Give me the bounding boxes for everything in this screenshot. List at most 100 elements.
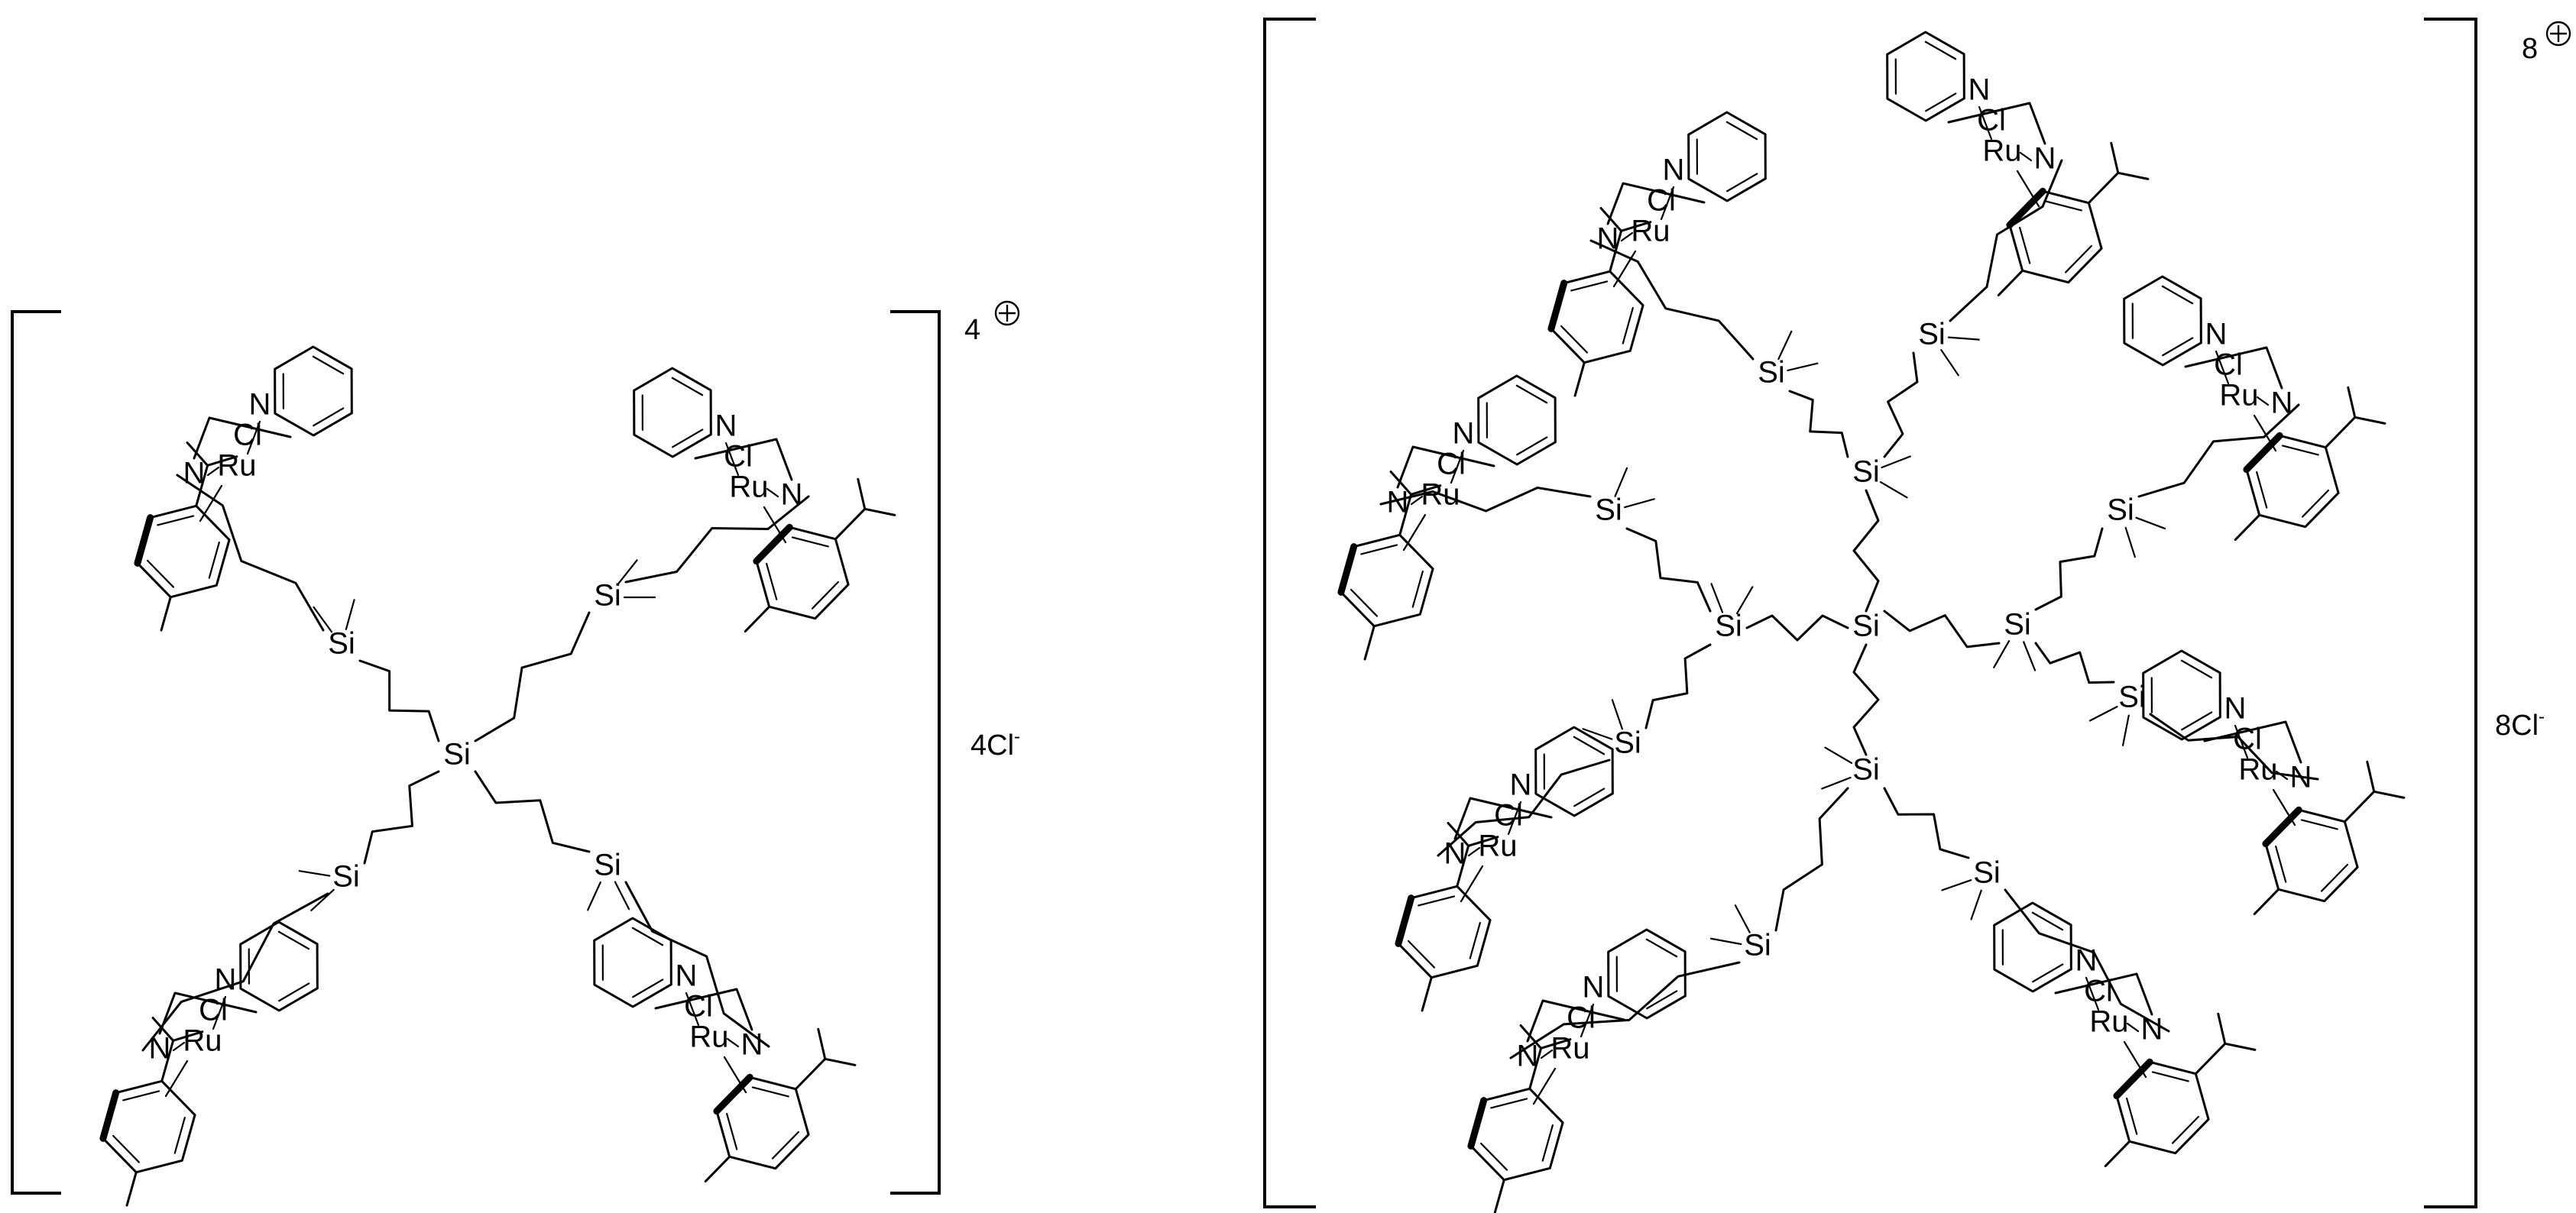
pyridine-ring-double-bond xyxy=(1924,40,1957,60)
imine-bond xyxy=(2203,720,2302,764)
cymene-arene-ring-double-bond xyxy=(157,515,195,526)
isopropyl-methyl-bond xyxy=(2373,790,2406,799)
pyridine-nitrogen: N xyxy=(1663,154,1685,187)
propyl-chain xyxy=(624,881,770,1048)
coordination-bond xyxy=(172,1041,186,1052)
methyl-bond xyxy=(313,606,333,633)
cymene-arene-ring-double-bond xyxy=(751,1086,789,1098)
cymene-arene-ring-wedge-bond xyxy=(713,1073,753,1115)
coordination-bond xyxy=(1978,105,1993,141)
cymene-arene-ring xyxy=(2008,189,2103,284)
methyl-bond xyxy=(2023,641,2036,671)
pyridine-ring-double-bond xyxy=(1725,121,1758,141)
core-silicon-atom: Si xyxy=(1852,610,1880,643)
isopropyl-methyl-bond xyxy=(857,477,867,510)
imine-bond xyxy=(158,991,258,1035)
core-silicon-atom: Si xyxy=(443,738,471,771)
pyridine-nitrogen: N xyxy=(2205,318,2228,351)
propyl-chain xyxy=(1509,961,1741,1059)
propyl-chain xyxy=(2004,888,2170,1033)
silicon-atom: Si xyxy=(1614,726,1641,760)
isopropyl-bond xyxy=(2324,416,2357,449)
isopropyl-bond xyxy=(2194,1042,2227,1076)
cymene-arene-ring-double-bond xyxy=(791,536,829,548)
silicon-atom: Si xyxy=(2107,493,2134,527)
methyl-bond xyxy=(1421,976,1433,1012)
ruthenium-atom: Ru xyxy=(2089,1005,2128,1039)
pyridine-nitrogen: N xyxy=(1968,73,1991,107)
propyl-chain xyxy=(1949,159,2063,322)
imine-bond xyxy=(1526,999,1625,1043)
methyl-bond xyxy=(1824,746,1853,764)
isopropyl-bond xyxy=(1528,1046,1543,1090)
cymene-arene-ring xyxy=(2264,808,2359,903)
cymene-arene-ring-double-bond xyxy=(1560,325,1589,354)
imine-bond xyxy=(2054,972,2153,1016)
methyl-bond xyxy=(1997,269,2024,297)
cymene-arene-ring-double-bond xyxy=(2126,1097,2138,1135)
cymene-arene-ring-double-bond xyxy=(1411,570,1424,608)
pyridine-ring-double-bond xyxy=(312,355,345,375)
pyridine-ring xyxy=(1993,901,2072,993)
pyridine-ring xyxy=(2142,649,2221,741)
coordination-bond xyxy=(2256,396,2270,406)
propyl-chain xyxy=(624,495,810,584)
propyl-chain xyxy=(141,892,329,1052)
methyl-bond xyxy=(1710,583,1724,613)
coordination-bond xyxy=(1580,1003,1595,1038)
methyl-bond xyxy=(1709,937,1742,946)
imine-bond xyxy=(1947,102,2046,145)
cymene-arene-ring-wedge-bond xyxy=(1395,894,1415,947)
cymene-arene-ring-double-bond xyxy=(1408,940,1436,969)
ruthenium-atom: Ru xyxy=(183,1024,222,1058)
right-counterion-label: 8Cl- xyxy=(2495,707,2545,742)
isopropyl-methyl-bond xyxy=(2117,171,2150,180)
silicon-atom: Si xyxy=(2004,608,2031,642)
silicon-atom: Si xyxy=(1852,753,1880,787)
propyl-chain xyxy=(1379,487,1592,513)
cymene-arene-ring-wedge-bond xyxy=(1337,543,1358,596)
cymene-arene-ring-double-bond xyxy=(2171,1115,2199,1144)
isopropyl-methyl-bond xyxy=(1540,1038,1572,1050)
eta6-bond xyxy=(199,484,223,522)
coordination-bond xyxy=(2215,350,2230,385)
cymene-arene-ring-double-bond xyxy=(147,559,175,588)
cymene-arene-ring-double-bond xyxy=(2019,226,2031,264)
isopropyl-methyl-bond xyxy=(2366,760,2376,793)
cymene-arene-ring xyxy=(715,1076,810,1170)
coordination-bond xyxy=(685,991,700,1027)
right-close-bracket xyxy=(2424,18,2477,1208)
pyridine-ring-double-bond xyxy=(313,407,345,427)
cymene-arene-ring-double-bond xyxy=(1541,1124,1554,1162)
methyl-bond xyxy=(1777,330,1793,361)
cymene-arene-ring-double-bond xyxy=(2300,819,2338,830)
cymene-arene-ring-wedge-bond xyxy=(2262,806,2302,848)
pyridine-ring xyxy=(593,917,672,1008)
isopropyl-methyl-bond xyxy=(206,455,238,467)
pyridine-nitrogen: N xyxy=(2224,692,2247,726)
pyridine-ring-double-bond xyxy=(2181,711,2213,731)
cymene-arene-ring-double-bond xyxy=(1480,1142,1508,1171)
isopropyl-methyl-bond xyxy=(151,1016,175,1042)
pyridine-ring-double-bond xyxy=(2161,285,2194,305)
isopropyl-methyl-bond xyxy=(1599,206,1623,232)
pyridine-ring-double-bond xyxy=(672,429,704,448)
cymene-arene-ring xyxy=(755,526,850,620)
isopropyl-bond xyxy=(1398,493,1413,536)
eta6-bond xyxy=(1612,250,1637,288)
methyl-bond xyxy=(1941,879,1972,891)
cymene-arene-ring-double-bond xyxy=(208,541,220,579)
silicon-atom: Si xyxy=(1595,493,1622,527)
propyl-chain xyxy=(1625,527,1712,613)
methyl-bond xyxy=(1734,904,1751,933)
cymene-arene-ring-double-bond xyxy=(2281,445,2319,456)
propyl-chain xyxy=(2034,642,2115,684)
isopropyl-methyl-bond xyxy=(824,1057,857,1066)
